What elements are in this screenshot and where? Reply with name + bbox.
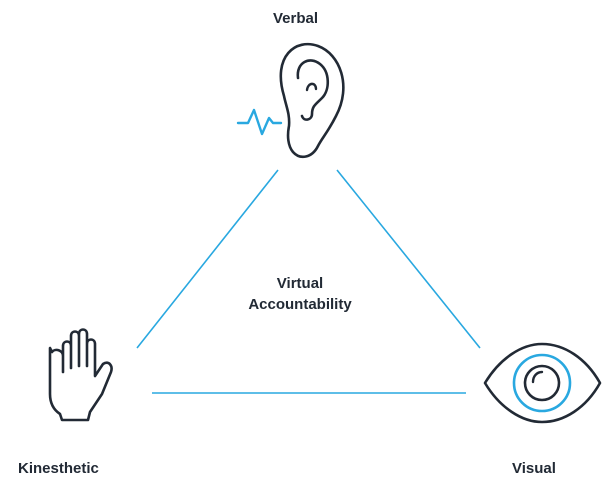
edge-top-right <box>336 169 481 349</box>
ear-icon <box>236 42 345 159</box>
edge-top-left <box>136 169 279 349</box>
eye-icon <box>483 342 602 424</box>
node-label-kinesthetic: Kinesthetic <box>18 460 99 477</box>
center-title: Virtual Accountability <box>200 273 400 315</box>
center-title-line-1: Virtual <box>276 275 324 292</box>
center-title-line-2: Accountability <box>248 296 352 313</box>
hand-icon <box>48 328 113 422</box>
node-label-verbal: Verbal <box>273 10 319 27</box>
node-label-visual: Visual <box>512 460 556 477</box>
